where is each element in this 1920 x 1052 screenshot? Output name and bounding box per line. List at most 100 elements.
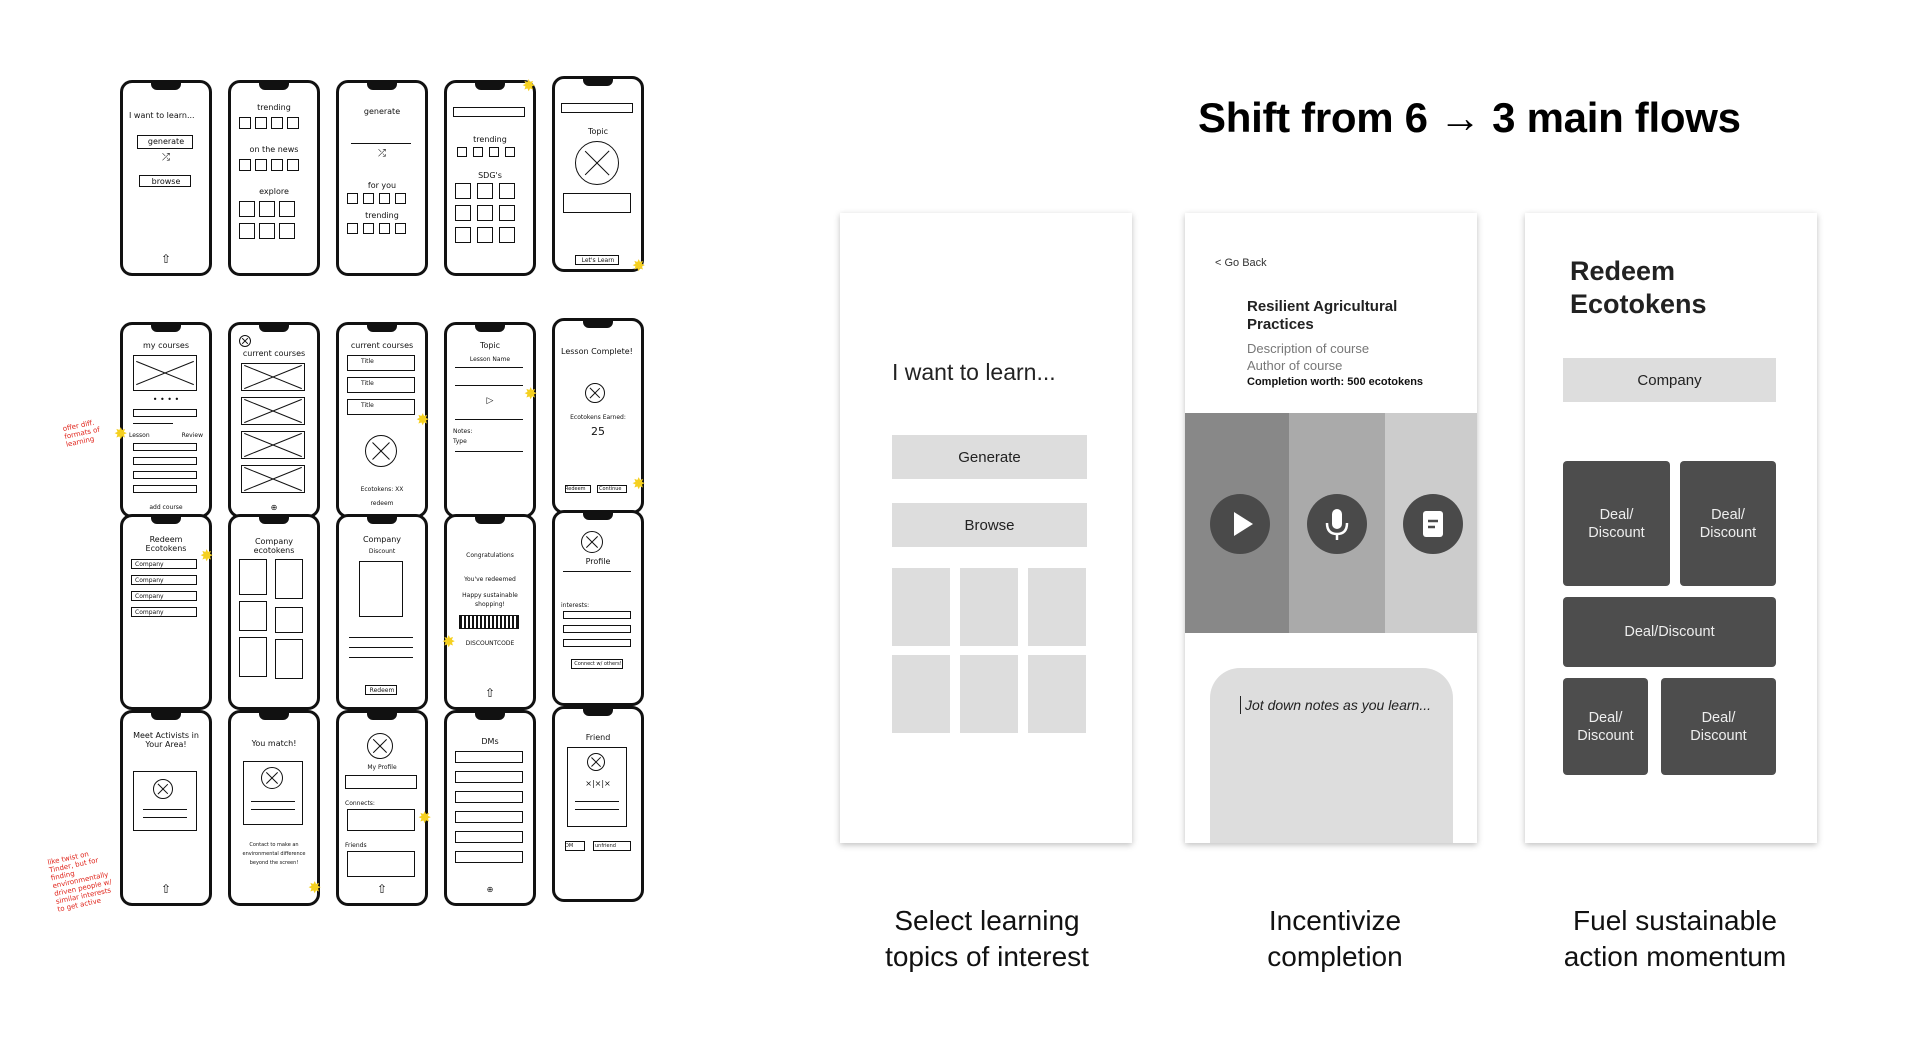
- shuffle-icon: ⤮: [162, 152, 170, 163]
- redeem-title: Redeem Ecotokens: [1570, 255, 1707, 321]
- deal-label: Deal/Discount: [1624, 624, 1715, 640]
- caption-incentivize: Incentivize completion: [1210, 903, 1460, 975]
- redeem-title-line: Ecotokens: [1570, 289, 1707, 319]
- sketch-text: Redeem: [565, 486, 586, 492]
- topic-tile[interactable]: [892, 655, 950, 733]
- company-selector[interactable]: Company: [1563, 358, 1776, 402]
- sketch-phone: trending SDG's: [444, 80, 536, 276]
- sketch-phone: Company Discount Redeem: [336, 514, 428, 710]
- annotation-note: offer diff. formats of learning: [62, 418, 101, 449]
- deal-card[interactable]: Deal/Discount: [1563, 597, 1776, 667]
- sketch-text: Type: [453, 438, 467, 445]
- caption-line: action momentum: [1563, 941, 1787, 972]
- sketch-text: Company: [135, 609, 164, 616]
- sketch-text: current courses: [242, 349, 306, 358]
- home-icon: ⇧: [484, 686, 496, 700]
- sketch-text: browse: [151, 177, 181, 186]
- sketch-text: explore: [259, 187, 289, 196]
- deal-card[interactable]: Deal/ Discount: [1661, 678, 1776, 775]
- document-icon[interactable]: [1403, 494, 1463, 554]
- sketch-text: DM: [565, 843, 574, 849]
- sketch-text: Friend: [585, 733, 611, 742]
- sketch-grid: I want to learn... generate ⤮ browse ⇧ t…: [47, 72, 760, 1022]
- course-author: Author of course: [1247, 358, 1343, 373]
- sketch-phone: Friend ×|×|× DM unfriend: [552, 706, 644, 902]
- sketch-phone: trending on the news explore: [228, 80, 320, 276]
- sketch-text: Friends: [345, 842, 367, 849]
- topic-tile[interactable]: [1028, 655, 1086, 733]
- star-icon: ✸: [522, 78, 536, 95]
- caption-line: Incentivize: [1268, 905, 1402, 936]
- sketch-text: Let's Learn: [581, 257, 615, 264]
- deal-card[interactable]: Deal/ Discount: [1563, 678, 1648, 775]
- go-back-link[interactable]: < Go Back: [1215, 257, 1267, 269]
- deal-label: Deal/ Discount: [1577, 709, 1634, 744]
- sketch-text: Title: [361, 358, 374, 365]
- sketch-text: Company ecotokens: [253, 537, 295, 555]
- sketch-phone: generate ⤮ for you trending: [336, 80, 428, 276]
- sketch-text: DMs: [481, 737, 499, 746]
- deal-card[interactable]: Deal/ Discount: [1563, 461, 1670, 586]
- sketch-text: trending: [365, 211, 399, 220]
- sketch-text: Lesson: [129, 432, 150, 439]
- sketch-text: Topic: [479, 341, 501, 350]
- star-icon: ✸: [308, 880, 322, 897]
- caption-line: completion: [1267, 941, 1403, 972]
- star-icon: ✸: [632, 258, 646, 275]
- star-icon: ✸: [114, 426, 128, 443]
- sketch-text: Continue: [599, 486, 622, 492]
- sketch-text: unfriend: [595, 843, 616, 849]
- deal-label: Deal/ Discount: [1588, 506, 1645, 541]
- star-icon: ✸: [416, 412, 430, 429]
- sketch-text: Title: [361, 402, 374, 409]
- course-title: Resilient Agricultural Practices: [1247, 298, 1398, 333]
- sketch-text: trending: [473, 135, 507, 144]
- home-icon: ⇧: [160, 882, 172, 896]
- deal-label: Deal/ Discount: [1699, 506, 1757, 541]
- sketch-phone: Company ecotokens: [228, 514, 320, 710]
- sketch-text: Lesson Complete!: [561, 347, 633, 356]
- star-icon: ✸: [632, 476, 646, 493]
- caption-fuel: Fuel sustainable action momentum: [1545, 903, 1805, 975]
- sketch-phone: I want to learn... generate ⤮ browse ⇧: [120, 80, 212, 276]
- topic-tile[interactable]: [892, 568, 950, 646]
- sketch-text: trending: [257, 103, 291, 112]
- page-title: Shift from 6 → 3 main flows: [1198, 94, 1741, 141]
- generate-button[interactable]: Generate: [892, 435, 1087, 479]
- deal-card[interactable]: Deal/ Discount: [1680, 461, 1776, 586]
- sketch-text: Profile: [585, 557, 611, 566]
- course-description-text: Description of course: [1247, 341, 1370, 356]
- star-icon: ✸: [442, 634, 456, 651]
- caption-line: Fuel sustainable: [1573, 905, 1777, 936]
- learn-heading: I want to learn...: [892, 359, 1056, 385]
- completion-worth: Completion worth: 500 ecotokens: [1247, 376, 1424, 388]
- sketch-text: DISCOUNTCODE: [465, 640, 515, 647]
- notes-textarea[interactable]: Jot down notes as you learn...: [1210, 668, 1453, 843]
- microphone-icon[interactable]: [1307, 494, 1367, 554]
- topic-tile[interactable]: [1028, 568, 1086, 646]
- redeem-title-line: Redeem: [1570, 256, 1676, 286]
- play-icon[interactable]: [1210, 494, 1270, 554]
- shuffle-icon: ⤮: [378, 148, 386, 159]
- sketch-text: Ecotokens Earned:: [570, 414, 626, 421]
- sketch-text: interests:: [561, 602, 590, 609]
- sketch-text: for you: [367, 181, 397, 190]
- sketch-text: my courses: [143, 341, 189, 350]
- home-icon: ⇧: [376, 882, 388, 896]
- browse-button[interactable]: Browse: [892, 503, 1087, 547]
- sketch-text: Company: [362, 535, 402, 544]
- sketch-text: Connects:: [345, 800, 375, 807]
- sketch-text: My Profile: [367, 764, 397, 771]
- sketch-text: Company: [135, 561, 164, 568]
- topic-tile[interactable]: [960, 655, 1018, 733]
- caption-line: topics of interest: [885, 941, 1089, 972]
- sketch-phone: DMs ⊕: [444, 710, 536, 906]
- sketch-text: Title: [361, 380, 374, 387]
- sketch-text: I want to learn...: [129, 111, 195, 120]
- sketch-text: Topic: [587, 127, 609, 136]
- topic-tile[interactable]: [960, 568, 1018, 646]
- sketch-text: Company: [135, 593, 164, 600]
- sketch-phone: my courses • • • • Lesson Review add cou…: [120, 322, 212, 518]
- sketch-text: Contact to make an environmental differe…: [242, 842, 306, 866]
- star-icon: ✸: [524, 386, 538, 403]
